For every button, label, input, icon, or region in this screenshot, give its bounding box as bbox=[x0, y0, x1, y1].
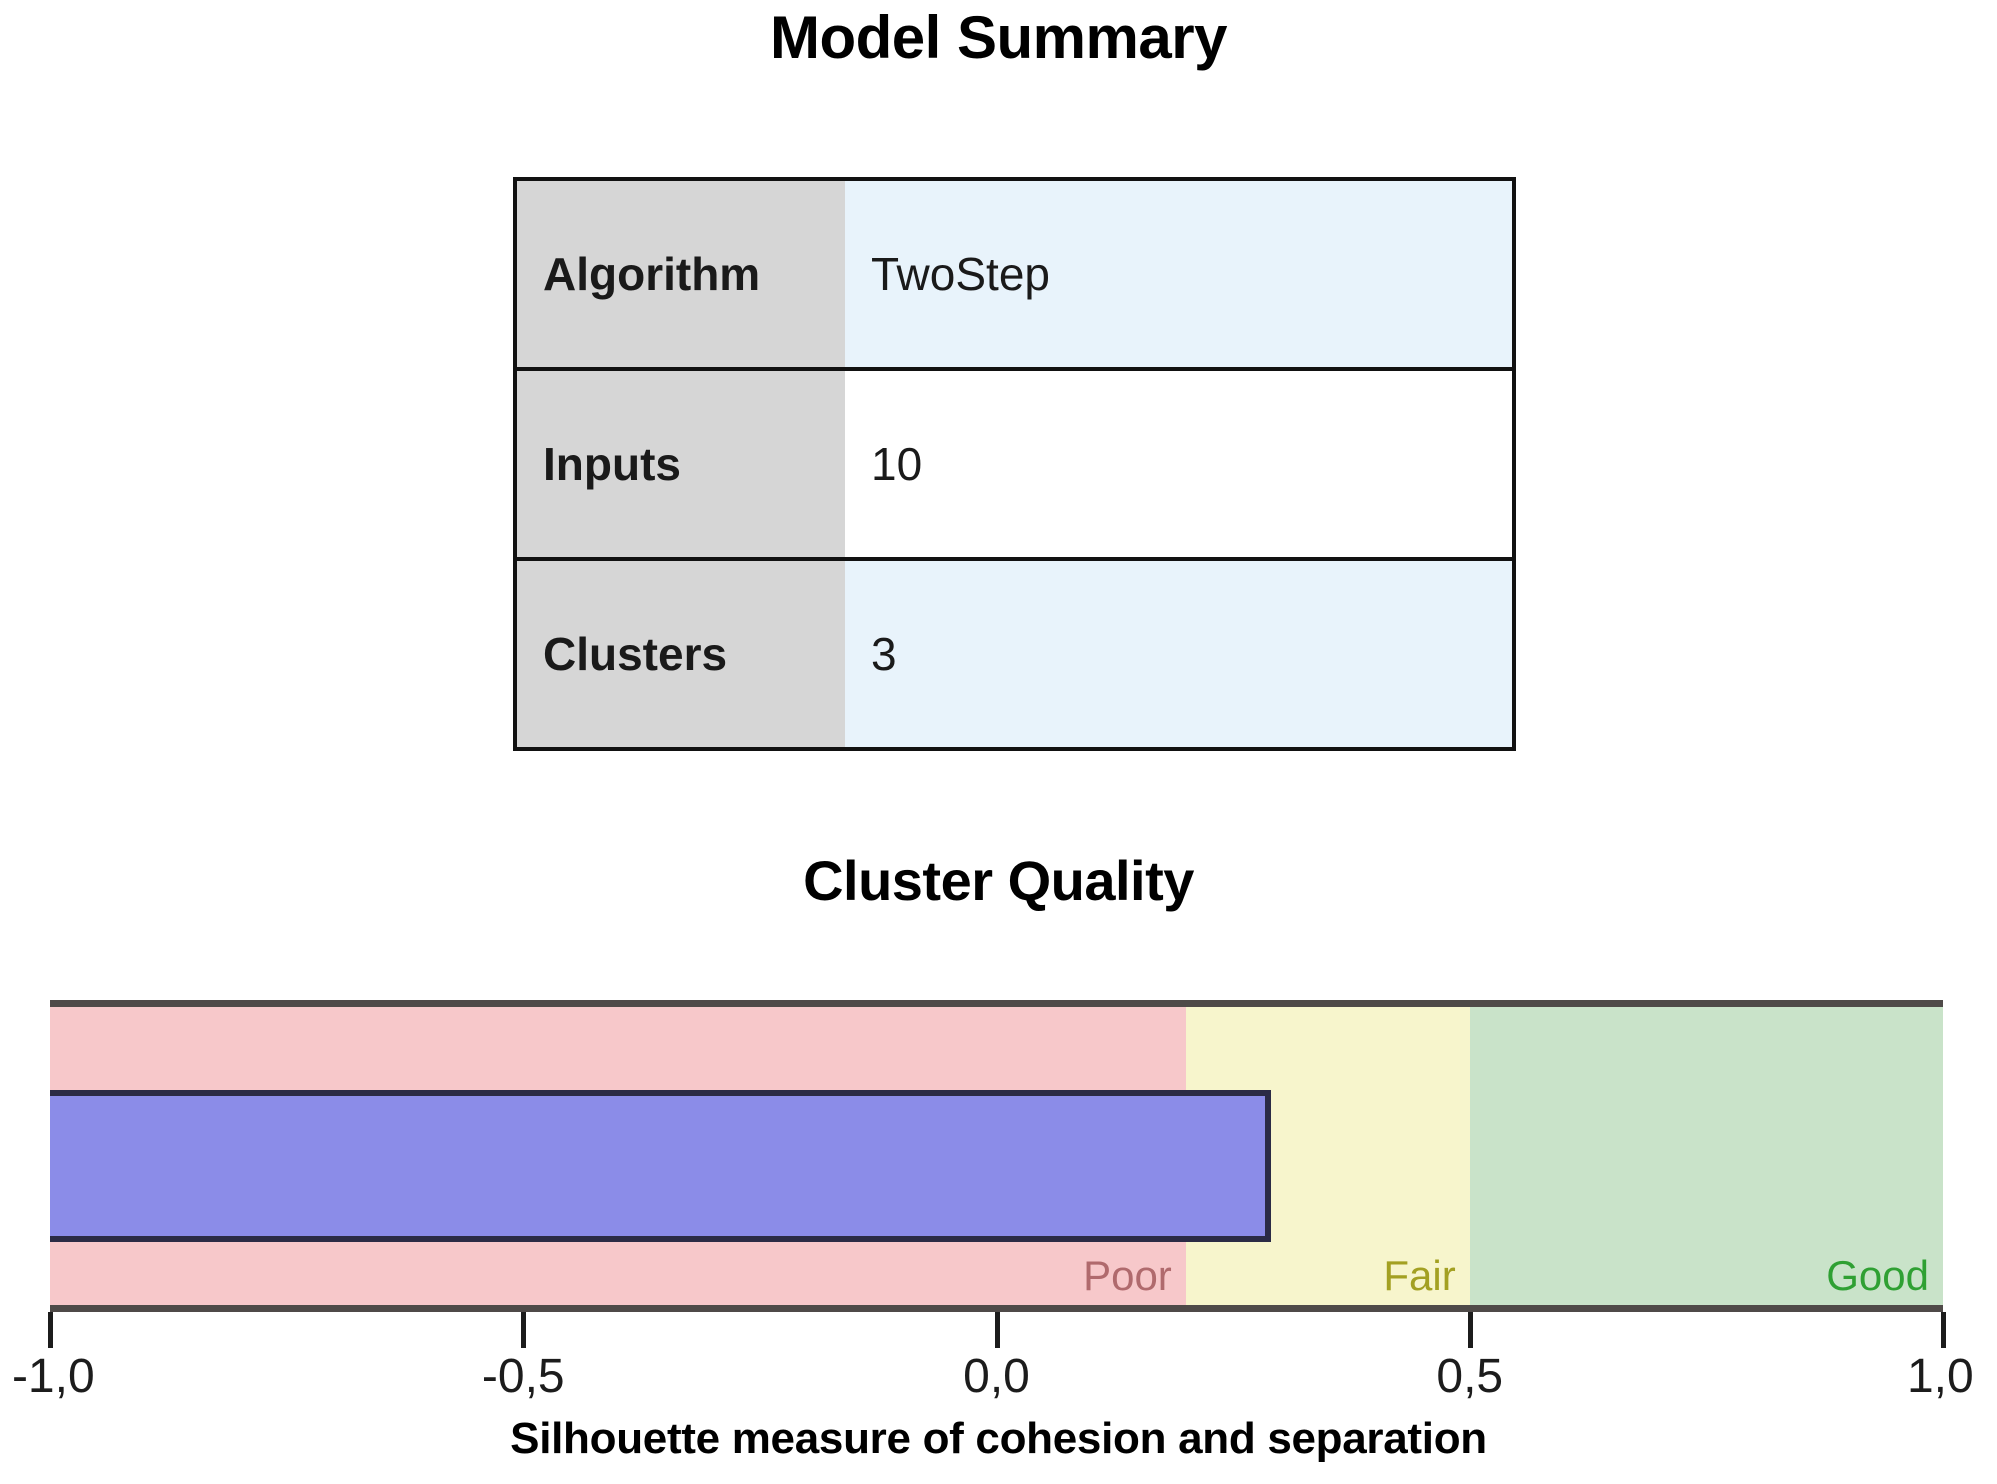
row-label-clusters: Clusters bbox=[515, 557, 845, 749]
model-summary-title: Model Summary bbox=[770, 4, 1227, 71]
x-tick-mark bbox=[1467, 1312, 1473, 1348]
quality-band-label-poor: Poor bbox=[1083, 1252, 1172, 1299]
x-tick-label: 1,0 bbox=[1906, 1350, 1974, 1403]
x-tick-label: -0,5 bbox=[481, 1350, 565, 1403]
x-tick-mark bbox=[1941, 1312, 1946, 1348]
row-value-inputs: 10 bbox=[845, 367, 1514, 559]
quality-band-fair: Fair bbox=[1185, 1007, 1470, 1305]
quality-band-label-fair: Fair bbox=[1383, 1252, 1456, 1299]
quality-band-good: Good bbox=[1469, 1007, 1943, 1305]
row-label-inputs: Inputs bbox=[515, 367, 845, 559]
row-value-clusters: 3 bbox=[845, 557, 1514, 749]
x-tick-mark bbox=[521, 1312, 527, 1348]
cluster-quality-title: Cluster Quality bbox=[803, 849, 1194, 912]
cluster-quality-chart: Poor Fair Good -1,0 -0,5 0,0 0,5 1,0 Silhouett… bbox=[0, 990, 1997, 1484]
quality-band-label-good: Good bbox=[1826, 1252, 1929, 1299]
row-label-algorithm: Algorithm bbox=[515, 179, 845, 369]
x-tick-mark bbox=[994, 1312, 1000, 1348]
row-value-algorithm: TwoStep bbox=[845, 179, 1514, 369]
quality-band-poor: Poor bbox=[50, 1007, 1186, 1305]
quality-plot-area: Poor Fair Good bbox=[50, 1000, 1943, 1312]
x-axis-title: Silhouette measure of cohesion and separ… bbox=[510, 1414, 1487, 1463]
x-tick-label: 0,0 bbox=[963, 1350, 1030, 1403]
x-tick-mark bbox=[48, 1312, 53, 1348]
x-tick-label: -1,0 bbox=[11, 1350, 95, 1403]
x-tick-label: 0,5 bbox=[1436, 1350, 1504, 1403]
